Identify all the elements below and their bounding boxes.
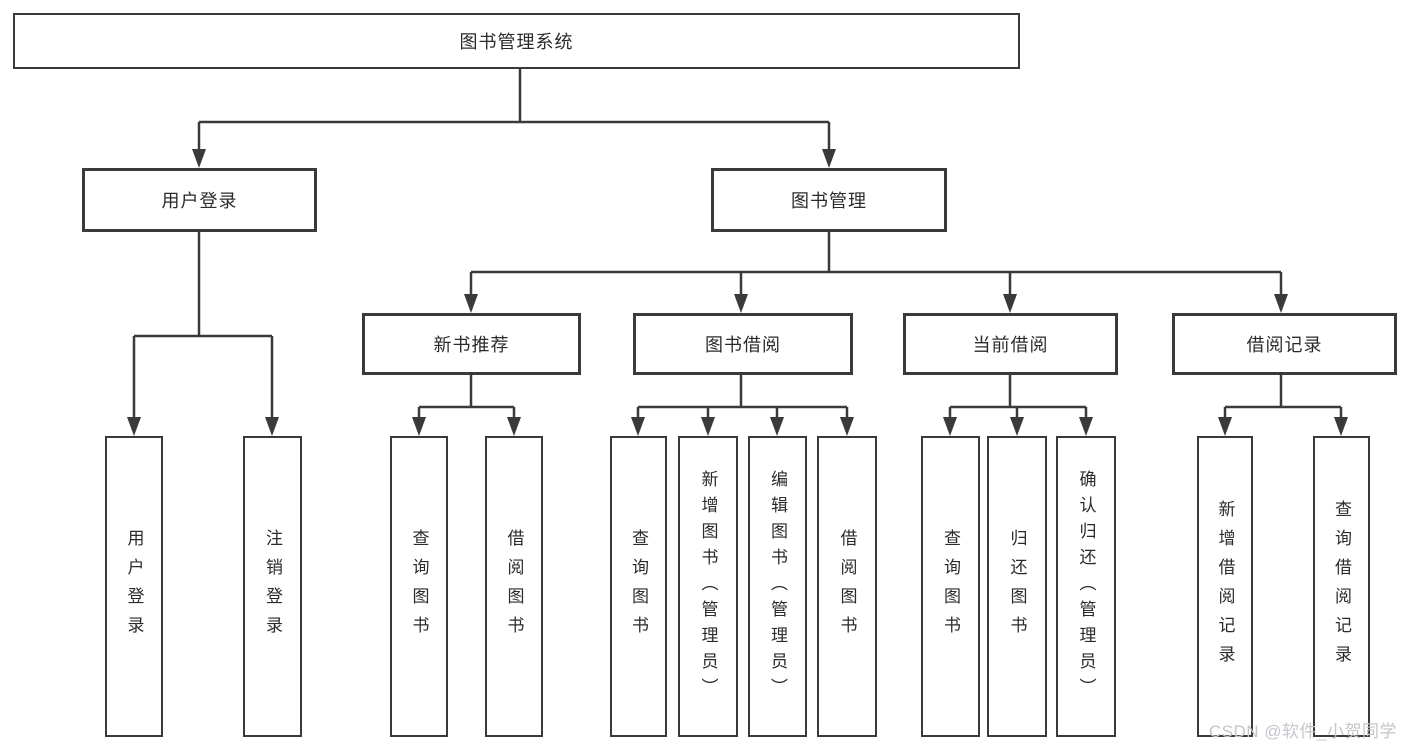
node-user-login: 用户登录 [82, 168, 317, 232]
node-library-system: 图书管理系统 [13, 13, 1020, 69]
leaf-query-books-borrow: 查询图书 [610, 436, 667, 737]
csdn-watermark: CSDN @软件_小贺同学 [1208, 722, 1397, 741]
leaf-edit-book-admin: 编辑图书（管理员） [748, 436, 807, 737]
leaf-query-borrow-record: 查询借阅记录 [1313, 436, 1370, 737]
leaf-return-book: 归还图书 [987, 436, 1047, 737]
node-book-borrowing: 图书借阅 [633, 313, 853, 375]
leaf-add-book-admin: 新增图书（管理员） [678, 436, 738, 737]
leaf-query-books-recommend: 查询图书 [390, 436, 448, 737]
node-new-book-recommend: 新书推荐 [362, 313, 581, 375]
node-borrowing-records: 借阅记录 [1172, 313, 1397, 375]
leaf-logout: 注销登录 [243, 436, 302, 737]
leaf-borrow-books-recommend: 借阅图书 [485, 436, 543, 737]
node-current-borrowing: 当前借阅 [903, 313, 1118, 375]
leaf-borrow-books: 借阅图书 [817, 436, 877, 737]
leaf-user-login: 用户登录 [105, 436, 163, 737]
leaf-add-borrow-record: 新增借阅记录 [1197, 436, 1253, 737]
leaf-confirm-return-admin: 确认归还（管理员） [1056, 436, 1116, 737]
leaf-query-books-current: 查询图书 [921, 436, 980, 737]
node-book-management: 图书管理 [711, 168, 947, 232]
